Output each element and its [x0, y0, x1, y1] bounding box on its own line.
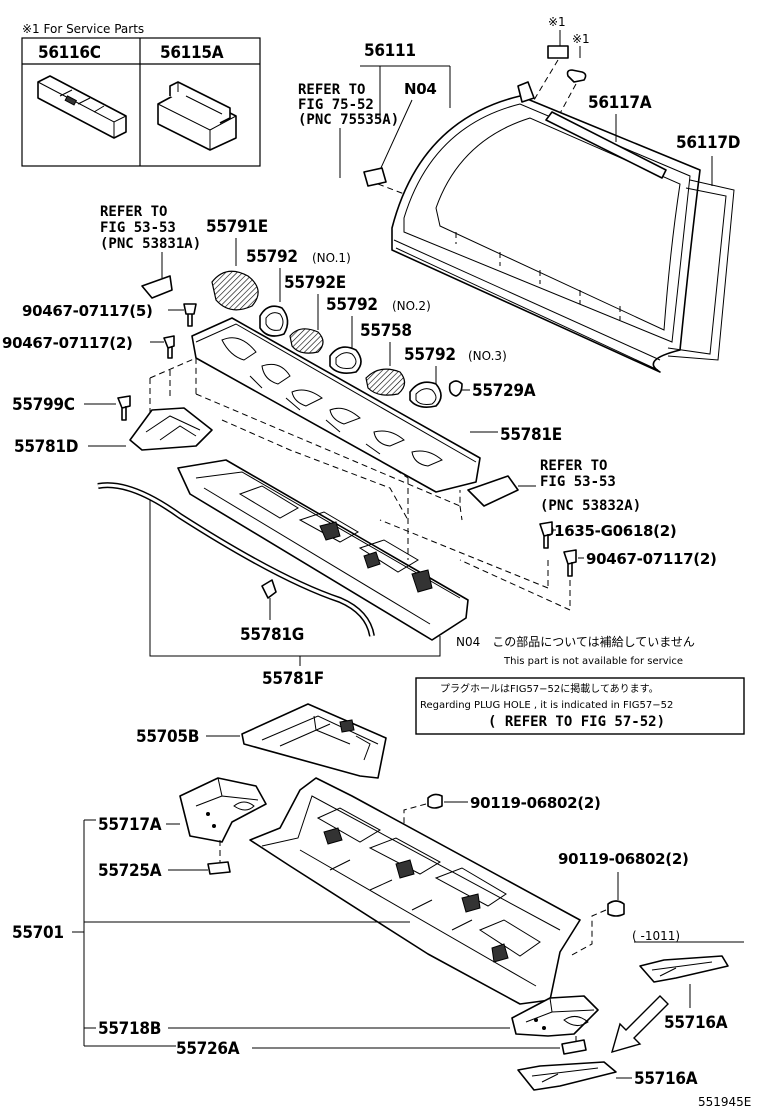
part-56115A [157, 81, 237, 151]
part-90467-clip-2a [163, 335, 175, 359]
plug-note-jp: プラグホールはFIG57−52に掲載してあります。 [440, 682, 659, 695]
part-55729A-clip [448, 380, 463, 397]
ref-fig5353b-line2: FIG 53-53 [540, 474, 616, 490]
part-90119-bolt-a [427, 793, 443, 809]
part-55781G-seal [97, 483, 374, 637]
label-range: ( -1011) [632, 929, 680, 943]
label-56115A: 56115A [160, 43, 224, 63]
label-N04: N04 [404, 80, 437, 98]
label-55792-no1: 55792 [246, 247, 298, 267]
label-55705B: 55705B [136, 727, 199, 747]
label-55792-no2: 55792 [326, 295, 378, 315]
arrow-icon [610, 995, 669, 1054]
cowl-top-ventilator: 55781G 55781F 91635-G0618(2) 90467-07117… [97, 459, 717, 689]
part-55716A-upper [639, 955, 729, 983]
label-91635: 91635-G0618(2) [544, 522, 676, 540]
part-55799C-clip [117, 395, 131, 421]
cowl-louver-group: REFER TO FIG 53-53 (PNC 53831A) 55791E 5… [2, 204, 641, 560]
label-55781F: 55781F [262, 669, 324, 689]
label-90119-b: 90119-06802(2) [558, 850, 689, 868]
label-mark1-b: ※1 [572, 32, 590, 46]
label-55726A: 55726A [176, 1039, 240, 1059]
label-56117D: 56117D [676, 133, 740, 153]
part-55791E-screen [211, 270, 259, 311]
part-90467-clip-5 [183, 303, 197, 327]
note-N04-en: This part is not available for service [503, 656, 683, 667]
part-55781F-panel [177, 459, 469, 641]
figure-id: 551945E [698, 1095, 751, 1109]
windshield-assembly: 56111 ※1 ※1 REFER TO FIG 75-52 (PNC 7553… [298, 15, 740, 373]
part-90467-clip-2b [563, 549, 577, 577]
cowl-panel-group: 55705B 90119-06802(2) 55717A 55725A 9011… [12, 703, 751, 1109]
ref-fig5353a-line2: FIG 53-53 [100, 220, 176, 236]
part-56116C [37, 75, 127, 139]
ref-fig5353b-line3: (PNC 53832A) [540, 498, 641, 514]
label-55781G: 55781G [240, 625, 304, 645]
label-55729A: 55729A [472, 381, 536, 401]
part-55792E-screen [289, 328, 324, 354]
label-55781E: 55781E [500, 425, 562, 445]
label-55725A: 55725A [98, 861, 162, 881]
part-55781D-cowl-side [129, 407, 213, 451]
part-56117D-moulding [667, 187, 727, 355]
label-55781D: 55781D [14, 437, 78, 457]
label-55716A-2: 55716A [634, 1069, 698, 1089]
label-55758: 55758 [360, 321, 412, 341]
ref-fig5353a-line3: (PNC 53831A) [100, 236, 201, 252]
part-55781G-clip [261, 579, 277, 599]
label-55799C: 55799C [12, 395, 75, 415]
ref-fig5353b-line1: REFER TO [540, 458, 607, 474]
label-55716A-1: 55716A [664, 1013, 728, 1033]
part-56117A-moulding [545, 111, 667, 179]
part-55725A-pad [207, 861, 231, 875]
part-55717A-bracket [179, 777, 267, 843]
part-55726A-pad [561, 1039, 587, 1055]
part-55758-screen [365, 368, 406, 396]
label-55792E: 55792E [284, 273, 346, 293]
label-56116C: 56116C [38, 43, 101, 63]
label-90467-2a: 90467-07117(2) [2, 334, 133, 352]
label-mark1-a: ※1 [548, 15, 566, 29]
label-90119-a: 90119-06802(2) [470, 794, 601, 812]
part-56111-windshield-glass [391, 95, 701, 373]
ref-fig75-line1: REFER TO [298, 82, 365, 98]
ref-fig75-line2: FIG 75-52 [298, 97, 374, 113]
label-no1: (NO.1) [312, 251, 351, 265]
plug-hole-note: プラグホールはFIG57−52に掲載してあります。 Regarding PLUG… [415, 677, 745, 735]
part-56115A-mark [566, 69, 587, 83]
part-91635-clip [539, 521, 553, 549]
plug-note-en: Regarding PLUG HOLE , it is indicated in… [420, 700, 673, 711]
part-wiper-cover-ref [141, 275, 173, 299]
ref-fig5353a-line1: REFER TO [100, 204, 167, 220]
label-56111: 56111 [364, 41, 416, 61]
label-no3: (NO.3) [468, 349, 507, 363]
service-parts-title: ※1 For Service Parts [22, 22, 144, 36]
plug-note-ref: ( REFER TO FIG 57-52) [488, 714, 665, 730]
label-56117A: 56117A [588, 93, 652, 113]
label-55701: 55701 [12, 923, 64, 943]
label-55718B: 55718B [98, 1019, 161, 1039]
label-55792-no3: 55792 [404, 345, 456, 365]
part-N04-clip [363, 167, 387, 187]
part-55792-seal-no3 [409, 381, 442, 408]
part-90119-bolt-b [607, 900, 625, 917]
label-55791E: 55791E [206, 217, 268, 237]
note-N04-jp: N04 この部品については補給していません [456, 634, 695, 649]
label-90467-2b: 90467-07117(2) [586, 550, 717, 568]
label-90467-5: 90467-07117(5) [22, 302, 153, 320]
ref-fig75-line3: (PNC 75535A) [298, 112, 399, 128]
label-no2: (NO.2) [392, 299, 431, 313]
label-55717A: 55717A [98, 815, 162, 835]
service-parts-box: ※1 For Service Parts 56116C 56115A [21, 22, 261, 167]
part-wiper-cover-ref-b [467, 475, 519, 507]
part-56116C-mark [547, 45, 569, 59]
